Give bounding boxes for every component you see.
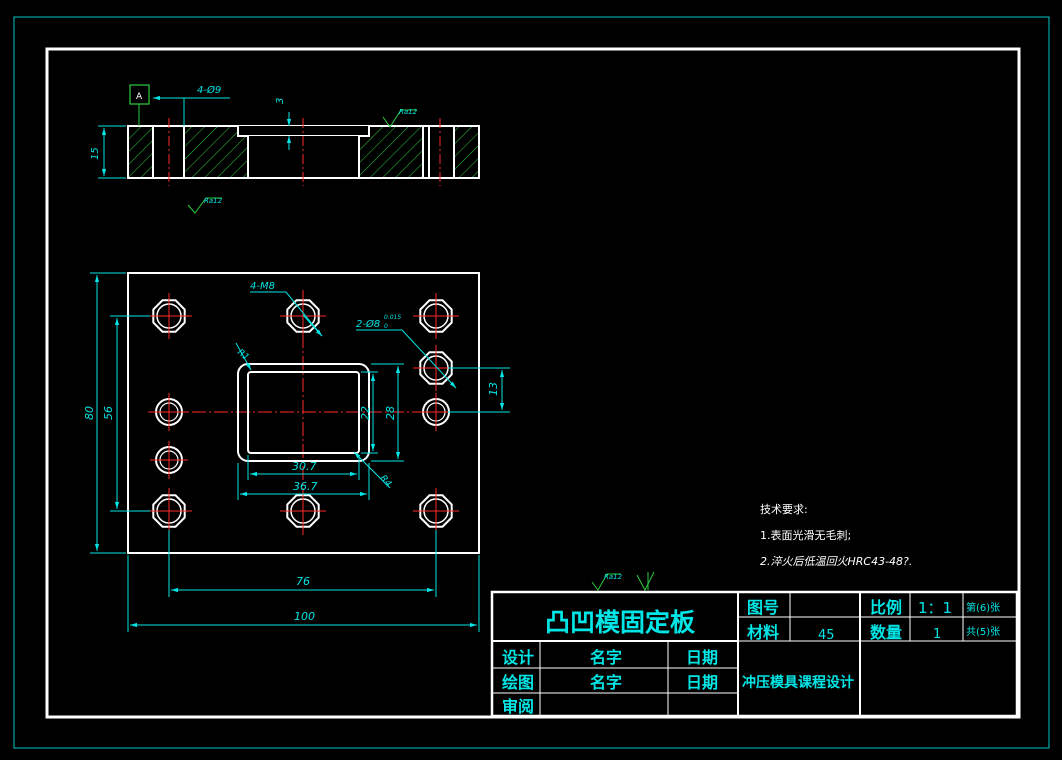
general-roughness-symbol xyxy=(591,573,621,591)
bolt-hole xyxy=(286,494,320,528)
datum-label: A xyxy=(136,92,143,102)
title-block-lines xyxy=(490,590,1019,718)
material-label: 材料 xyxy=(747,623,779,642)
dim-56: 56 xyxy=(102,406,115,420)
general-roughness-check xyxy=(636,571,655,592)
hole-callout: 4-Ø9 xyxy=(197,84,221,96)
dim-30-7: 30.7 xyxy=(292,460,317,473)
part-name: 凸凹模固定板 xyxy=(545,608,695,637)
outer-frame xyxy=(13,16,1050,749)
bolt-hole xyxy=(419,299,453,333)
dim-36-7: 36.7 xyxy=(293,480,318,493)
holes xyxy=(146,293,459,534)
tech-notes-line2: 2.淬火后低温回火HRC43-48?. xyxy=(760,555,912,568)
dim-100: 100 xyxy=(294,610,315,623)
pin-callout: 2-Ø8 xyxy=(356,318,380,330)
dim-22: 22 xyxy=(359,406,372,420)
roughness-top: Ra12 xyxy=(399,108,418,116)
draw-name: 名字 xyxy=(590,673,622,692)
general-roughness: Ra12 xyxy=(604,573,623,581)
sheet-label: 第(6)张 xyxy=(966,601,1000,614)
drawing-no-label: 图号 xyxy=(747,598,779,617)
dim-13: 13 xyxy=(487,382,500,396)
dim-76: 76 xyxy=(296,575,310,588)
depth-dim: 3 xyxy=(275,98,286,104)
roughness-bottom: Ra12 xyxy=(204,197,223,205)
radius-inner: R4 xyxy=(378,474,394,490)
design-name: 名字 xyxy=(590,648,622,667)
design-date: 日期 xyxy=(686,648,718,667)
thread-callout: 4-M8 xyxy=(250,281,275,292)
radius-outer: R1 xyxy=(235,348,251,363)
bolt-hole xyxy=(419,351,453,385)
thickness-dim: 15 xyxy=(90,147,101,160)
total-label: 共(5)张 xyxy=(966,626,1000,638)
qty-label: 数量 xyxy=(870,623,902,642)
tech-notes-title: 技术要求: xyxy=(760,503,808,516)
project-name: 冲压模具课程设计 xyxy=(742,674,854,691)
scale-value: 1：1 xyxy=(918,599,952,617)
material-value: 45 xyxy=(818,628,835,643)
plan-dimensions xyxy=(90,272,510,632)
design-label: 设计 xyxy=(502,648,534,667)
section-view xyxy=(98,84,480,214)
dim-80: 80 xyxy=(83,406,96,420)
qty-value: 1 xyxy=(933,627,941,642)
bolt-hole xyxy=(419,494,453,528)
tech-notes-line1: 1.表面光滑无毛刺; xyxy=(760,528,851,542)
pin-tol-upper: 0.015 xyxy=(384,314,401,321)
bolt-hole xyxy=(152,494,186,528)
draw-date: 日期 xyxy=(686,673,718,692)
bolt-hole xyxy=(152,299,186,333)
draw-label: 绘图 xyxy=(502,673,534,692)
review-label: 审阅 xyxy=(502,697,534,716)
bolt-hole xyxy=(286,299,320,333)
scale-label: 比例 xyxy=(870,598,902,617)
dim-28: 28 xyxy=(384,406,397,420)
pin-tol-lower: 0 xyxy=(384,323,388,330)
